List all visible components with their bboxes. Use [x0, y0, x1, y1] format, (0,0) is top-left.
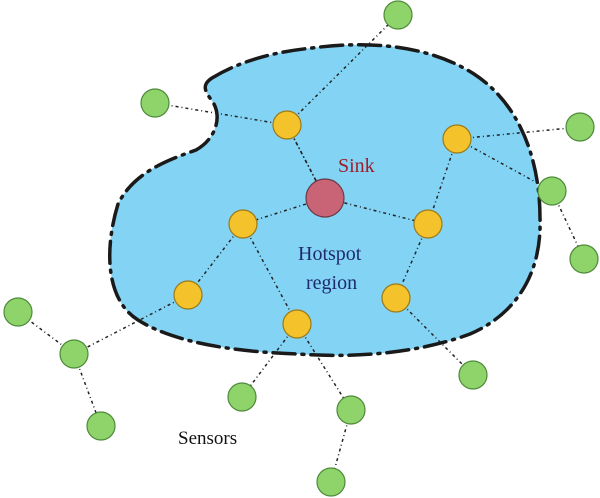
hotspot-label-line1: Hotspot — [298, 243, 362, 265]
sensor-node — [316, 467, 346, 497]
hotspot-sensor-node — [173, 280, 203, 310]
hotspot-sensor-node — [272, 110, 302, 140]
hotspot-sensor-node — [442, 124, 472, 154]
network-link — [456, 126, 581, 140]
network-link — [73, 294, 189, 355]
sensor-node — [140, 88, 170, 118]
sensors-label: Sensors — [178, 428, 237, 449]
nodes-layer — [3, 0, 599, 497]
sensor-node — [383, 0, 413, 30]
sensor-node — [336, 395, 366, 425]
network-link — [241, 323, 298, 398]
network-link — [456, 138, 553, 192]
network-link — [395, 297, 474, 376]
network-link — [286, 14, 399, 126]
hotspot-sensor-node — [381, 283, 411, 313]
network-link — [242, 223, 298, 325]
sink-node — [305, 178, 345, 218]
sensor-node — [565, 112, 595, 142]
sensor-node — [86, 411, 116, 441]
hotspot-sensor-node — [228, 209, 258, 239]
network-link — [395, 223, 429, 299]
sensor-node — [3, 297, 33, 327]
hotspot-region-border — [108, 43, 542, 358]
sensor-node — [458, 360, 488, 390]
network-link — [286, 124, 326, 199]
sensor-node — [227, 382, 257, 412]
hotspot-sensor-node — [413, 209, 443, 239]
sink-label: Sink — [338, 155, 375, 177]
network-link — [154, 102, 288, 126]
sensor-node — [59, 339, 89, 369]
network-link — [296, 323, 352, 411]
sensor-node — [537, 176, 567, 206]
sensor-node — [569, 244, 599, 274]
hotspot-label-line2: region — [306, 272, 357, 294]
hotspot-sensor-node — [282, 309, 312, 339]
